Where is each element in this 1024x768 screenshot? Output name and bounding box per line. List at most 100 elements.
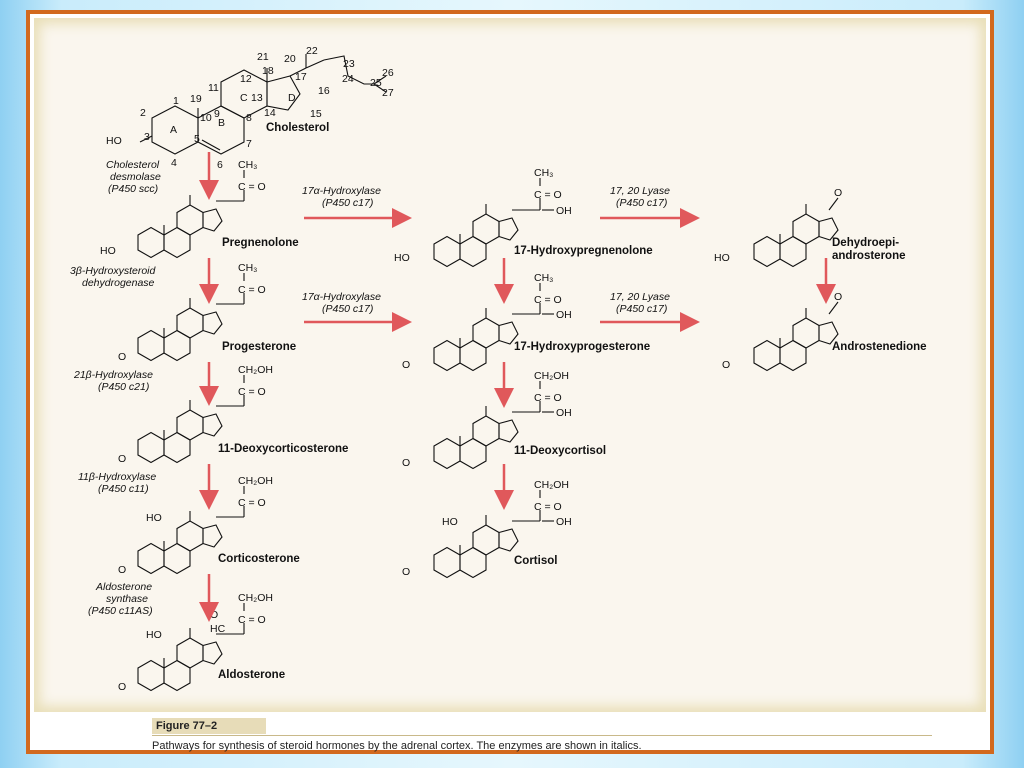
dhea-ho: HO [714,252,730,264]
progesterone-structure [137,297,223,362]
carbon-22: 22 [306,45,318,57]
carbon-8: 8 [246,112,252,124]
aldosterone-ho: HO [146,629,162,641]
label-aldosterone: Aldosterone [218,669,285,681]
figure-caption-area: Figure 77–2 Pathways for synthesis of st… [152,718,932,752]
carbon-16: 16 [318,85,330,97]
cortisol-oh: OH [556,516,572,528]
corticosterone-co: C = O [238,497,266,509]
cholesterol-structure [139,54,387,155]
label-dhea-line2: androsterone [832,250,906,262]
deoxycorticosterone-co: C = O [238,386,266,398]
progesterone-o: O [118,351,126,363]
label-dhea-line1: Dehydroepi- [832,237,899,249]
carbon-23: 23 [343,58,355,70]
enzyme-hsd-line1: 3β-Hydroxysteroid [70,265,157,277]
corticosterone-o: O [118,564,126,576]
deoxycortisol-co: C = O [534,392,562,404]
carbon-1: 1 [173,95,179,107]
corticosterone-ho: HO [146,512,162,524]
enzyme-aldo-synthase-line3: (P450 c11AS) [88,605,153,617]
hydroxyprogesterone-co: C = O [534,294,562,306]
label-androstenedione: Androstenedione [832,341,927,353]
ring-letter-a: A [170,124,177,136]
deoxycortisol-ch2oh: CH₂OH [534,370,569,382]
aldosterone-hc: HC [210,623,226,635]
label-deoxycorticosterone: 11-Deoxycorticosterone [218,443,348,455]
dhea-structure [753,203,839,268]
cortisol-ho: HO [442,516,458,528]
hydroxyprogesterone-oh: OH [556,309,572,321]
ring-letter-d: D [288,92,296,104]
hydroxypregnenolone-structure [433,203,519,268]
pregnenolone-co: C = O [238,181,266,193]
carbon-18: 18 [262,65,274,77]
aldosterone-o-top: O [210,609,218,621]
carbon-17: 17 [295,71,307,83]
dhea-ketone-bond [828,197,839,211]
corticosterone-ch2oh: CH₂OH [238,475,273,487]
enzyme-aldo-synthase-line1: Aldosterone [95,581,152,593]
carbon-15: 15 [310,108,322,120]
pathway-arrows [199,152,836,622]
pregnenolone-ho: HO [100,245,116,257]
enzyme-desmolase-line3: (P450 scc) [108,183,158,195]
progesterone-ch3: CH₃ [238,262,257,274]
carbon-24: 24 [342,73,354,85]
carbon-21: 21 [257,51,269,63]
carbon-3: 3 [144,131,150,143]
pregnenolone-structure [137,194,223,259]
enzyme-h21-line2: (P450 c21) [98,381,149,393]
aldosterone-o: O [118,681,126,693]
cortisol-co: C = O [534,501,562,513]
carbon-14: 14 [264,107,276,119]
androstenedione-o: O [834,291,842,303]
figure-area: HO A B C D 1 2 3 4 5 6 7 8 9 10 11 12 13… [34,18,986,712]
enzyme-aldo-synthase-line2: synthase [106,593,148,605]
carbon-27: 27 [382,87,394,99]
deoxycortisol-structure [433,405,519,470]
enzyme-lyase-mid-line1: 17, 20 Lyase [610,291,670,303]
hydroxyprogesterone-ch3: CH₃ [534,272,553,284]
enzyme-h17-top-line1: 17α-Hydroxylase [302,185,381,197]
enzyme-h17-mid-line2: (P450 c17) [322,303,373,315]
figure-label: Figure 77–2 [152,718,266,734]
enzyme-hsd-line2: dehydrogenase [82,277,155,289]
deoxycorticosterone-structure [137,399,223,464]
carbon-2: 2 [140,107,146,119]
enzyme-h17-top-line2: (P450 c17) [322,197,373,209]
hydroxyprogesterone-o: O [402,359,410,371]
carbon-9: 9 [214,108,220,120]
steroid-pathway-diagram: HO A B C D 1 2 3 4 5 6 7 8 9 10 11 12 13… [70,45,927,693]
carbon-6: 6 [217,159,223,171]
cholesterol-ho: HO [106,135,122,147]
carbon-7: 7 [246,138,252,150]
aldosterone-ch2oh: CH₂OH [238,592,273,604]
enzyme-lyase-mid-line2: (P450 c17) [616,303,667,315]
enzyme-h17-mid-line1: 17α-Hydroxylase [302,291,381,303]
hydroxypregnenolone-ch3: CH₃ [534,167,553,179]
carbon-5: 5 [194,133,200,145]
enzyme-h21-line1: 21β-Hydroxylase [73,369,153,381]
carbon-19: 19 [190,93,202,105]
ring-letter-b: B [218,117,225,129]
cortisol-o: O [402,566,410,578]
label-corticosterone: Corticosterone [218,553,300,565]
androstenedione-o-a: O [722,359,730,371]
cortisol-ch2oh: CH₂OH [534,479,569,491]
label-hydroxypregnenolone: 17-Hydroxypregnenolone [514,245,653,257]
enzyme-h11-line1: 11β-Hydroxylase [78,471,156,483]
label-cortisol: Cortisol [514,555,557,567]
label-progesterone: Progesterone [222,341,296,353]
deoxycortisol-o: O [402,457,410,469]
ring-letter-c: C [240,92,248,104]
carbon-25: 25 [370,77,382,89]
deoxycorticosterone-o: O [118,453,126,465]
enzyme-lyase-top-line2: (P450 c17) [616,197,667,209]
slide-frame: HO A B C D 1 2 3 4 5 6 7 8 9 10 11 12 13… [26,10,994,754]
figure-caption: Pathways for synthesis of steroid hormon… [152,740,642,752]
carbon-10: 10 [200,112,212,124]
androstenedione-structure [753,307,839,372]
enzyme-desmolase-line1: Cholesterol [106,159,160,171]
enzyme-lyase-top-line1: 17, 20 Lyase [610,185,670,197]
